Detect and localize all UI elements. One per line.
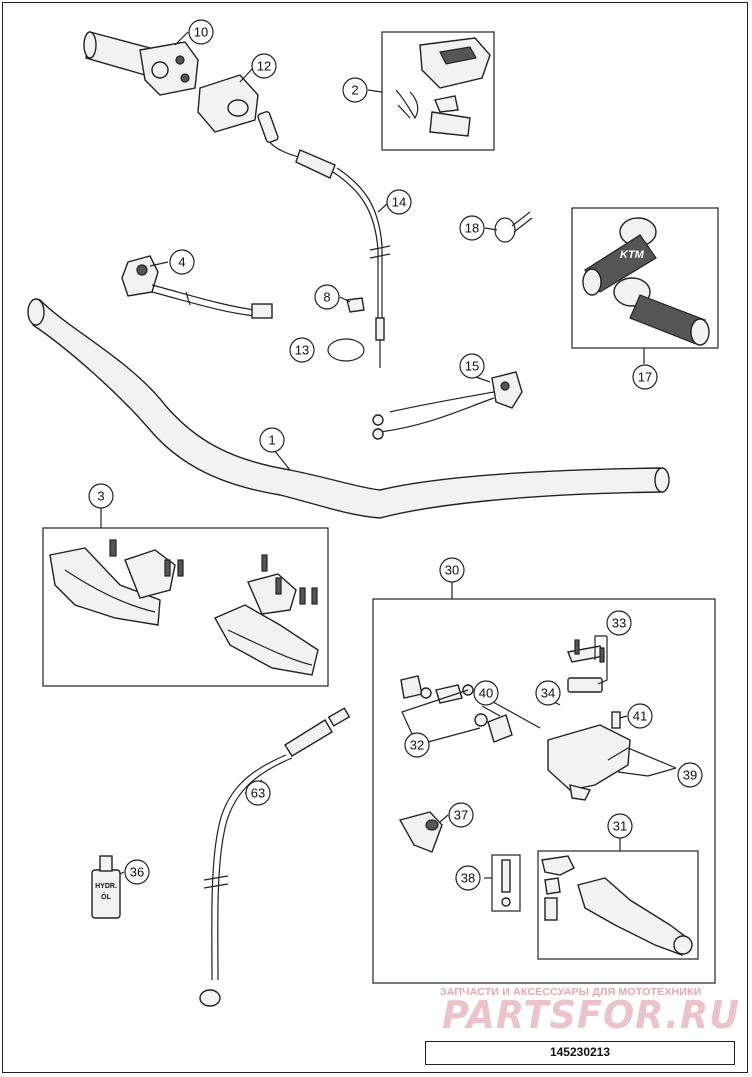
callout-30: 30 bbox=[445, 563, 459, 578]
callout-13: 13 bbox=[295, 343, 309, 358]
diagram-id-label: 145230213 bbox=[425, 1041, 735, 1065]
master-cylinder[interactable] bbox=[400, 639, 649, 801]
grip-logo: KTM bbox=[620, 249, 645, 261]
o-ring[interactable] bbox=[327, 338, 365, 362]
leader-lines bbox=[100, 31, 677, 879]
watermark-logo: PARTSFOR.RU bbox=[442, 993, 740, 1037]
handguards[interactable] bbox=[49, 539, 319, 676]
callout-33: 33 bbox=[612, 616, 626, 631]
handlebar-grips[interactable]: KTM bbox=[582, 217, 710, 346]
callout-39: 39 bbox=[683, 768, 697, 783]
throttle-cover[interactable] bbox=[197, 74, 259, 133]
callout-32: 32 bbox=[410, 738, 424, 753]
callout-1: 1 bbox=[268, 433, 275, 448]
hydraulic-oil-bottle[interactable]: HYDR. ÖL bbox=[91, 855, 121, 919]
lever-box bbox=[537, 850, 699, 960]
callout-labels: 10 12 2 14 4 18 8 13 15 17 1 3 30 33 40 … bbox=[88, 19, 703, 891]
handlebar[interactable] bbox=[27, 298, 670, 519]
clutch-cable[interactable] bbox=[257, 110, 391, 368]
callout-15: 15 bbox=[465, 359, 479, 374]
clutch-lever[interactable] bbox=[541, 855, 693, 956]
handguard-box bbox=[42, 527, 329, 687]
callout-37: 37 bbox=[454, 808, 468, 823]
map-switch[interactable] bbox=[372, 371, 523, 440]
grips-box bbox=[571, 207, 719, 349]
callout-17: 17 bbox=[638, 370, 652, 385]
callout-8: 8 bbox=[323, 290, 330, 305]
lever-guard[interactable] bbox=[398, 811, 443, 853]
callout-63: 63 bbox=[251, 786, 265, 801]
kill-switch[interactable] bbox=[121, 255, 273, 319]
callout-10: 10 bbox=[194, 25, 208, 40]
lever-pin[interactable] bbox=[501, 859, 511, 907]
callout-14: 14 bbox=[392, 195, 406, 210]
oil-label-line1: HYDR. bbox=[95, 883, 117, 890]
throttle-assembly[interactable] bbox=[83, 31, 199, 96]
switch-box bbox=[381, 31, 495, 151]
clip[interactable] bbox=[346, 297, 365, 313]
callout-31: 31 bbox=[613, 819, 627, 834]
cable-tie[interactable] bbox=[494, 211, 533, 243]
callout-12: 12 bbox=[257, 59, 271, 74]
callout-3: 3 bbox=[97, 489, 104, 504]
callout-18: 18 bbox=[465, 221, 479, 236]
switch-unit[interactable] bbox=[395, 37, 491, 137]
pin-box bbox=[491, 854, 521, 912]
watermark-tagline: ЗАПЧАСТИ И АКСЕССУАРЫ ДЛЯ МОТОТЕХНИКИ bbox=[440, 986, 701, 998]
oil-label-line2: ÖL bbox=[101, 892, 111, 901]
callout-38: 38 bbox=[461, 871, 475, 886]
callout-40: 40 bbox=[479, 686, 493, 701]
callout-34: 34 bbox=[541, 686, 555, 701]
callout-4: 4 bbox=[178, 255, 185, 270]
callout-41: 41 bbox=[633, 709, 647, 724]
hydraulic-line[interactable] bbox=[199, 707, 351, 1007]
callout-2: 2 bbox=[351, 83, 358, 98]
callout-36: 36 bbox=[130, 865, 144, 880]
master-cylinder-box bbox=[372, 598, 716, 984]
